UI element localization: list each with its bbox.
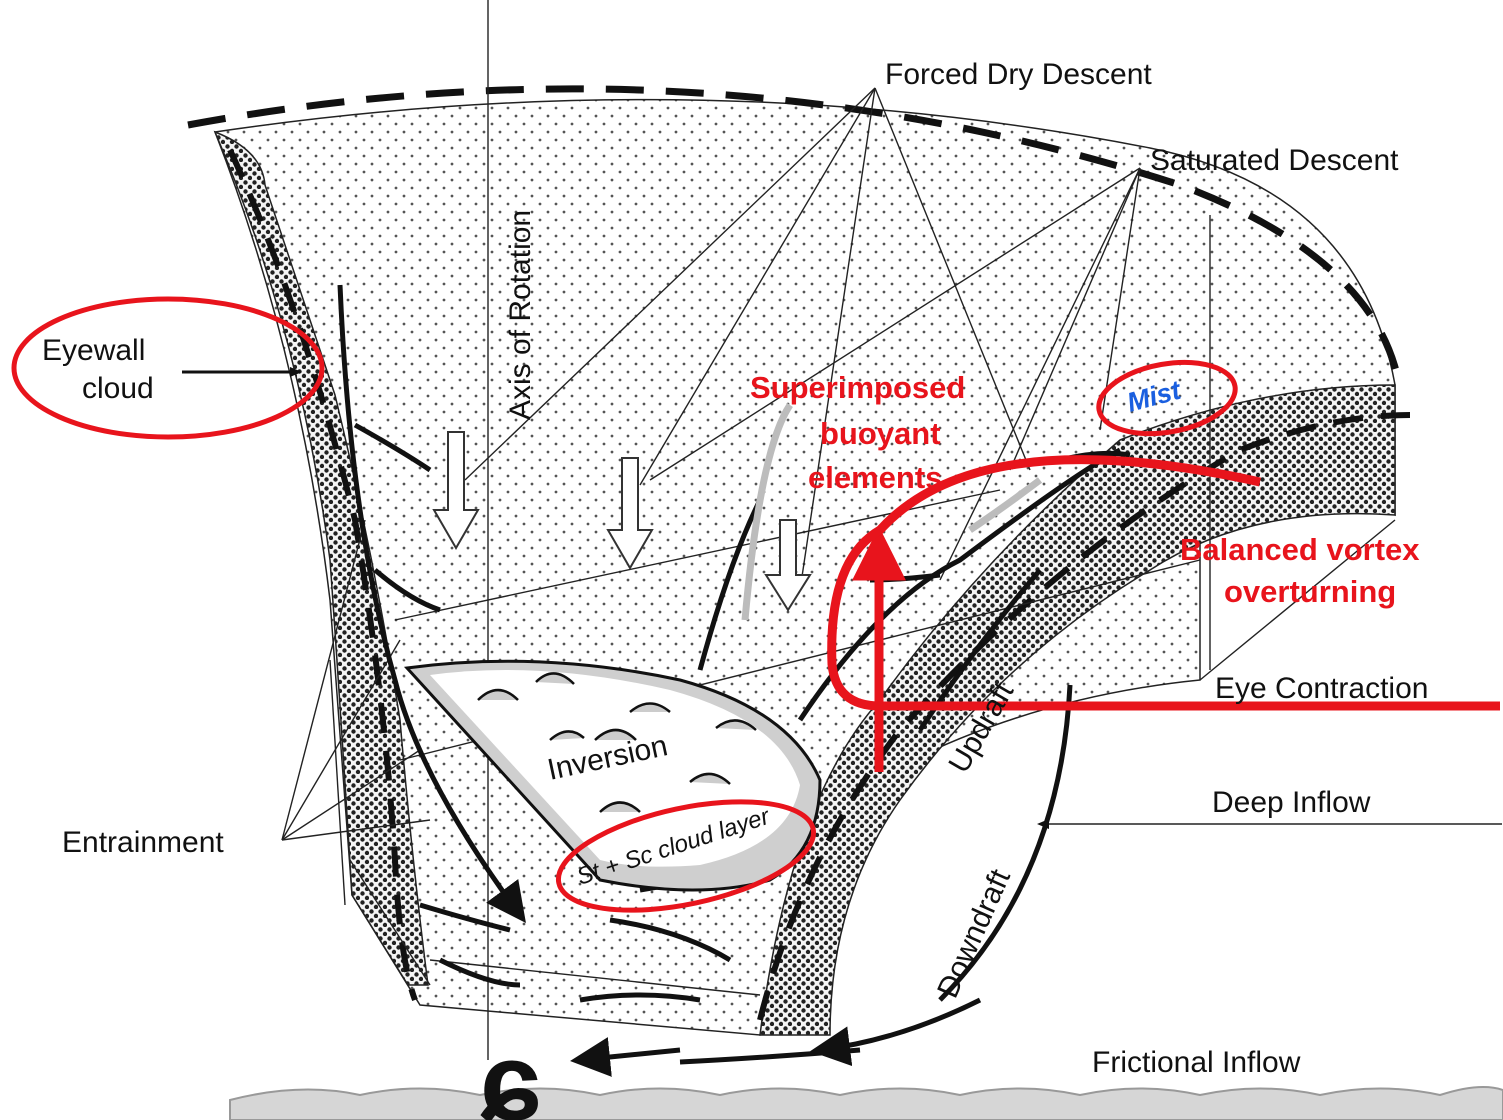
label-frictional-inflow: Frictional Inflow [1092,1046,1301,1079]
label-saturated-descent: Saturated Descent [1150,144,1399,177]
label-superimposed: Superimposed [750,370,965,405]
ocean-surface [230,1087,1503,1120]
eyewall-cloud-ellipse [14,299,322,437]
label-entrainment: Entrainment [62,826,224,859]
label-downdraft: Downdraft [931,864,1017,1003]
label-balanced-vortex: Balanced vortex [1180,532,1420,567]
hurricane-symbol: ɕ [480,1021,541,1120]
label-cloud: cloud [82,372,154,405]
label-eyewall: Eyewall [42,334,145,367]
label-eye-contraction: Eye Contraction [1215,672,1428,705]
label-buoyant: buoyant [820,416,941,451]
label-overturning: overturning [1224,574,1396,609]
label-elements: elements [808,460,942,495]
label-deep-inflow: Deep Inflow [1212,786,1371,819]
label-axis-of-rotation: Axis of Rotation [504,210,537,420]
label-forced-dry-descent: Forced Dry Descent [885,58,1152,91]
